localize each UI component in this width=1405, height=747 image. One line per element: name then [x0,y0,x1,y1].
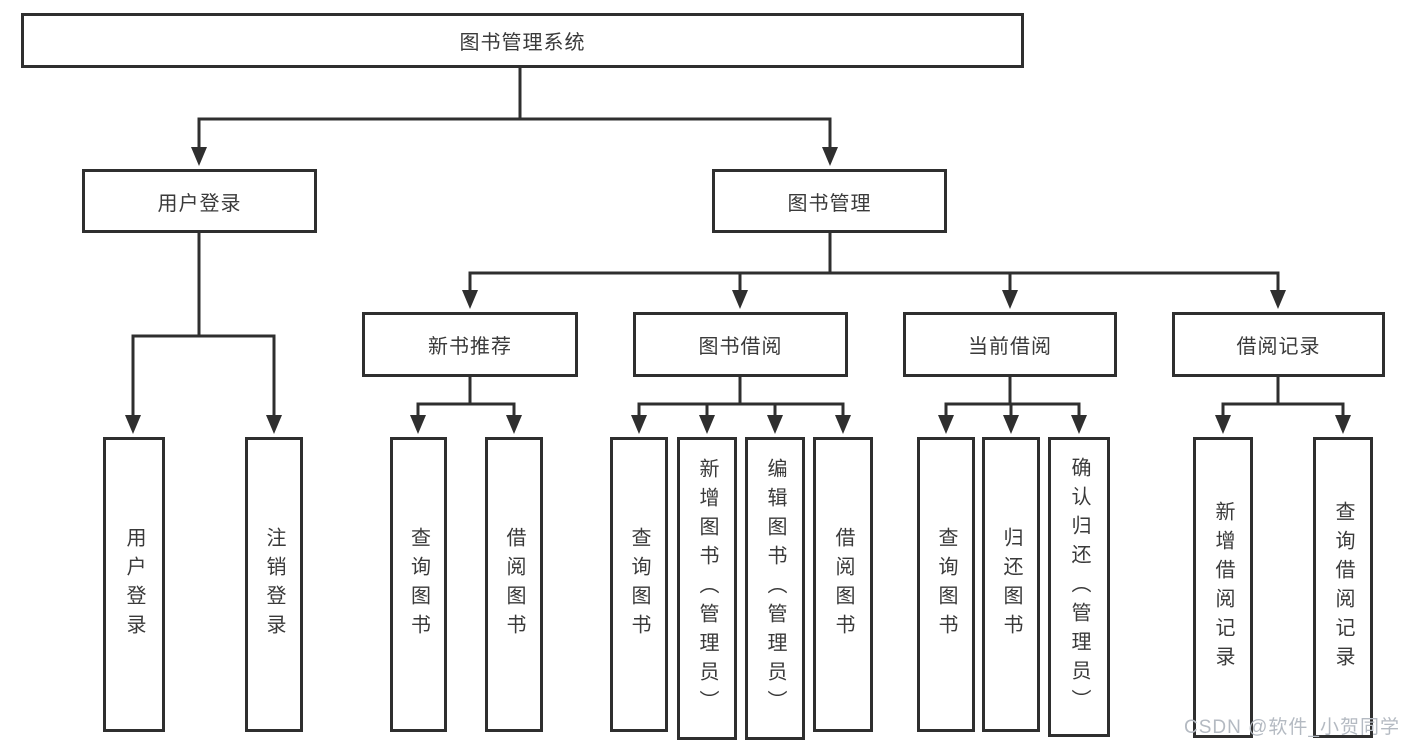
node-borrow-records: 借阅记录 [1172,312,1385,377]
node-root: 图书管理系统 [21,13,1024,68]
leaf-edit-books-admin: 编辑图书（管理员） [745,437,805,740]
leaf-query-books-recommend: 查询图书 [390,437,447,732]
node-book-borrow: 图书借阅 [633,312,848,377]
leaf-borrow-books-borrow-label: 借阅图书 [832,526,854,643]
watermark: CSDN @软件_小贺同学 [1184,717,1400,738]
leaf-logout: 注销登录 [245,437,303,732]
node-new-book-recommend: 新书推荐 [362,312,578,377]
leaf-edit-books-admin-label: 编辑图书（管理员） [764,458,786,719]
leaf-confirm-return-admin: 确认归还（管理员） [1048,437,1110,737]
leaf-query-borrow-record: 查询借阅记录 [1313,437,1373,738]
leaf-add-books-admin-label: 新增图书（管理员） [696,458,718,719]
leaf-borrow-books-borrow: 借阅图书 [813,437,873,732]
leaf-borrow-books-recommend: 借阅图书 [485,437,543,732]
leaf-add-borrow-record: 新增借阅记录 [1193,437,1253,738]
leaf-confirm-return-admin-label: 确认归还（管理员） [1068,456,1090,718]
leaf-return-books-label: 归还图书 [1000,526,1022,643]
leaf-query-books-current: 查询图书 [917,437,975,732]
leaf-query-borrow-record-label: 查询借阅记录 [1332,500,1354,675]
leaf-query-books-recommend-label: 查询图书 [407,526,430,643]
leaf-add-books-admin: 新增图书（管理员） [677,437,737,740]
node-user-login: 用户登录 [82,169,317,233]
node-book-management: 图书管理 [712,169,947,233]
leaf-add-borrow-record-label: 新增借阅记录 [1212,500,1234,675]
leaf-logout-label: 注销登录 [263,526,285,643]
leaf-query-books-current-label: 查询图书 [935,526,957,643]
leaf-query-books-borrow-label: 查询图书 [628,526,650,643]
leaf-return-books: 归还图书 [982,437,1040,732]
leaf-user-login: 用户登录 [103,437,165,732]
leaf-user-login-label: 用户登录 [123,526,145,643]
leaf-borrow-books-recommend-label: 借阅图书 [503,526,525,643]
leaf-query-books-borrow: 查询图书 [610,437,668,732]
node-current-borrow: 当前借阅 [903,312,1117,377]
